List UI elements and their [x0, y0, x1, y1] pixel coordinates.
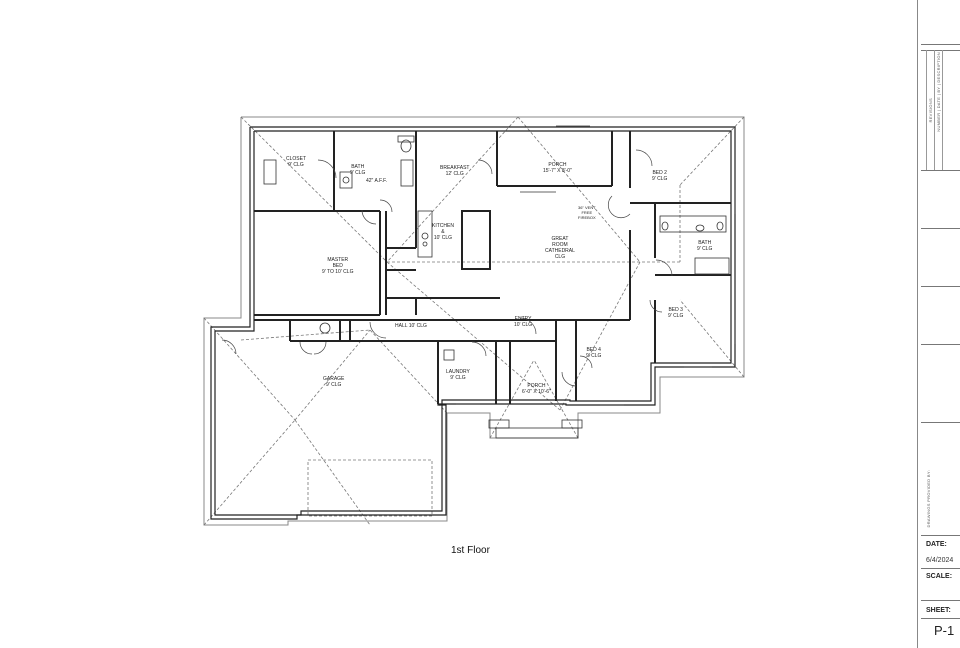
revisions-columns: NUMBER | DATE | BY | DESCRIPTION — [936, 52, 941, 132]
room-hall: HALL 10' CLG — [395, 323, 427, 329]
sheet-label: SHEET: — [926, 607, 951, 614]
drawings-provided-by: DRAWINGS PROVIDED BY: — [926, 470, 931, 528]
title-block: REVISIONS NUMBER | DATE | BY | DESCRIPTI… — [917, 0, 960, 648]
room-aff-note: 42" A.F.F. — [366, 178, 387, 184]
revisions-header: REVISIONS — [928, 98, 933, 123]
scale-label: SCALE: — [926, 573, 953, 580]
exterior-wall-inner — [214, 130, 732, 516]
floor-title: 1st Floor — [451, 545, 490, 556]
date-value: 6/4/2024 — [926, 557, 954, 564]
date-label: DATE: — [926, 541, 947, 548]
sheet-number: P-1 — [934, 623, 955, 638]
room-kitchen: KITCHEN&10' CLG — [432, 223, 454, 241]
roof-outline — [203, 116, 745, 526]
floor-plan-drawing — [203, 116, 745, 526]
exterior-wall-outer — [210, 126, 736, 520]
